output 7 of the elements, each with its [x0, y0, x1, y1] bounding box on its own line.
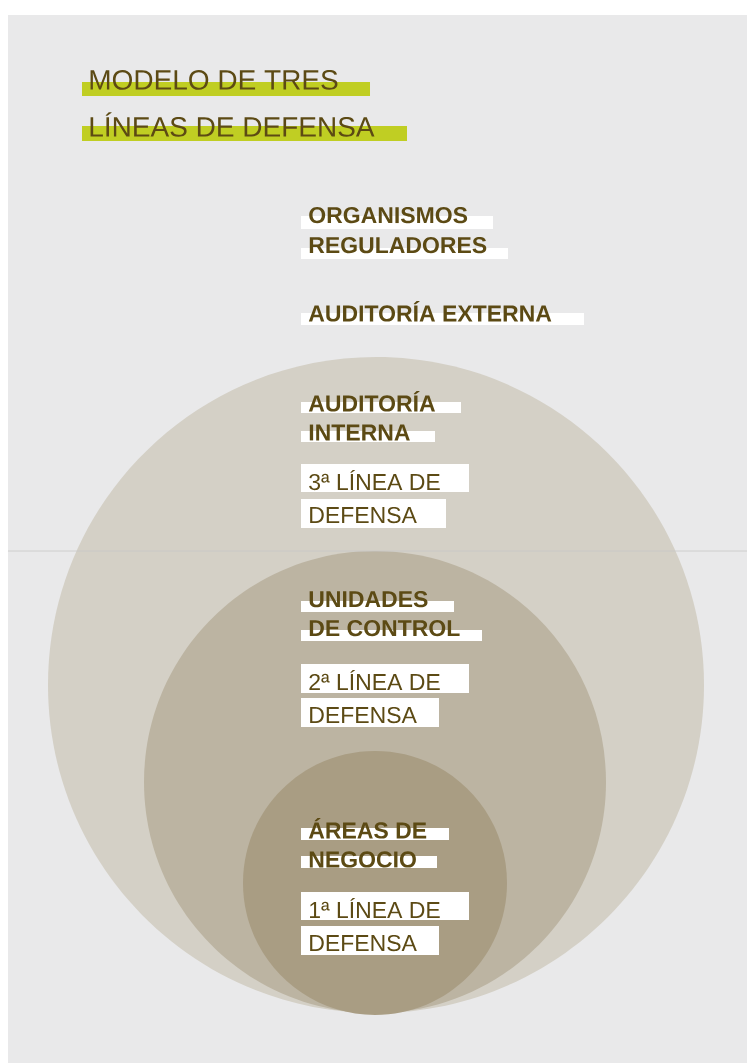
- highlighted-heading: AUDITORÍA INTERNA: [301, 391, 461, 442]
- highlighted-label: AUDITORÍA EXTERNA: [301, 301, 584, 325]
- line-label: 1ª LÍNEA DE DEFENSA: [301, 892, 469, 955]
- highlighted-heading: ÁREAS DE NEGOCIO: [301, 818, 449, 868]
- line-label: 3ª LÍNEA DE DEFENSA: [301, 464, 469, 528]
- highlighted-label: ORGANISMOS REGULADORES: [301, 207, 508, 259]
- line-label: 2ª LÍNEA DE DEFENSA: [301, 664, 469, 727]
